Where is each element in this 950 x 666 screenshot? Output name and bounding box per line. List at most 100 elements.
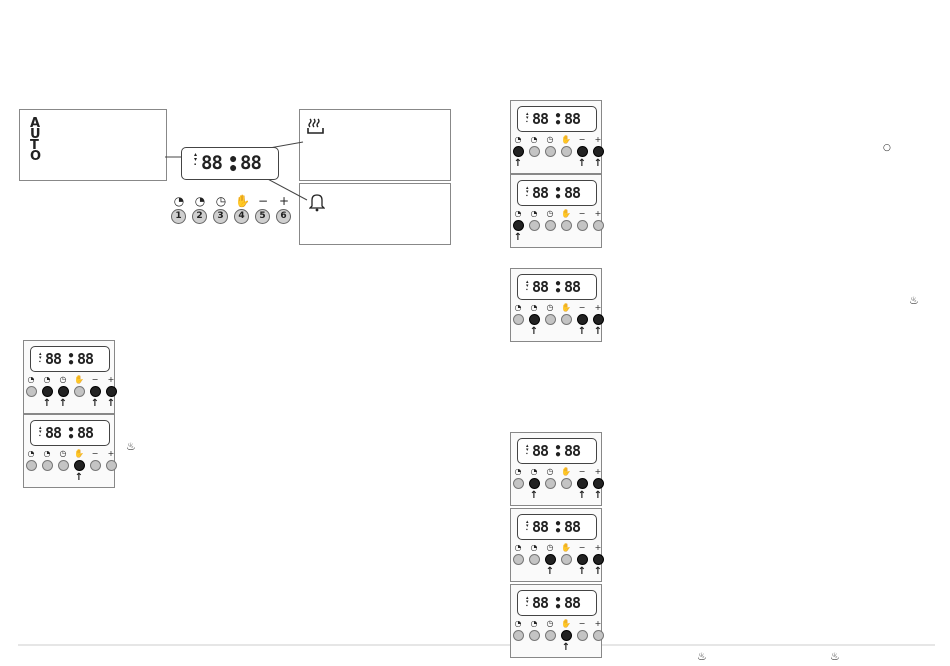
minus-button[interactable] xyxy=(577,314,588,325)
minus-button[interactable] xyxy=(90,386,101,397)
manual-end-symbol: ◔ xyxy=(514,209,522,218)
end-time-button[interactable] xyxy=(545,630,556,641)
minus-symbol: − xyxy=(578,303,586,312)
press-arrow-icon: ↑ xyxy=(593,490,603,501)
end-time-button[interactable] xyxy=(58,460,69,471)
manual-hand-button[interactable] xyxy=(74,460,85,471)
panel-display: ▴▾▪88●●88 xyxy=(30,346,110,372)
panel-display-right: 88 xyxy=(564,184,581,202)
plus-button[interactable] xyxy=(593,478,604,489)
minus-button[interactable] xyxy=(577,146,588,157)
press-arrow-icon: ↑ xyxy=(545,566,555,577)
panel-display-left: 88 xyxy=(532,184,549,202)
manual-end-button[interactable] xyxy=(513,554,524,565)
end-time-button[interactable] xyxy=(545,554,556,565)
plus-button[interactable] xyxy=(593,146,604,157)
plus-button[interactable] xyxy=(593,630,604,641)
panel-display: ▴▾▪88●●88 xyxy=(517,438,597,464)
end-time-button[interactable] xyxy=(545,220,556,231)
duration-button[interactable] xyxy=(42,386,53,397)
plus-button[interactable] xyxy=(593,314,604,325)
button-5[interactable]: 5 xyxy=(255,209,270,224)
manual-hand-button[interactable] xyxy=(561,220,572,231)
press-arrow-icon: ↑ xyxy=(577,566,587,577)
press-arrow-icon: ↑ xyxy=(529,326,539,337)
manual-hand-button[interactable] xyxy=(561,478,572,489)
button-6[interactable]: 6 xyxy=(276,209,291,224)
manual-hand-button[interactable] xyxy=(561,554,572,565)
panel-left-2: ▴▾▪88●●88◔◔◷✋↑−+ xyxy=(23,414,117,488)
end-time-button[interactable] xyxy=(545,478,556,489)
auto-letter-a: A xyxy=(30,116,41,131)
plus-symbol: + xyxy=(594,135,602,144)
manual-hand-symbol: ✋ xyxy=(235,194,250,208)
panel-display-right: 88 xyxy=(77,424,94,442)
minus-button[interactable] xyxy=(90,460,101,471)
panel-display-colon: ●● xyxy=(555,184,562,202)
panel-display-indicators: ▴▾▪ xyxy=(39,425,42,439)
plus-symbol: + xyxy=(594,467,602,476)
minus-button[interactable] xyxy=(577,478,588,489)
plus-button[interactable] xyxy=(106,460,117,471)
panel-display: ▴▾▪88●●88 xyxy=(517,514,597,540)
duration-button[interactable] xyxy=(529,146,540,157)
duration-button[interactable] xyxy=(529,314,540,325)
minus-button[interactable] xyxy=(577,220,588,231)
panel-display-left: 88 xyxy=(532,110,549,128)
press-arrow-icon: ↑ xyxy=(577,158,587,169)
manual-end-symbol: ◔ xyxy=(514,303,522,312)
manual-end-button[interactable] xyxy=(26,460,37,471)
plus-symbol: + xyxy=(107,449,115,458)
plus-button[interactable] xyxy=(593,220,604,231)
manual-end-button[interactable] xyxy=(26,386,37,397)
end-time-symbol: ◷ xyxy=(546,543,554,552)
manual-hand-button[interactable] xyxy=(561,314,572,325)
duration-button[interactable] xyxy=(42,460,53,471)
manual-end-button[interactable] xyxy=(513,220,524,231)
auto-letter-t: T xyxy=(30,138,39,153)
minus-symbol: − xyxy=(578,209,586,218)
manual-end-button[interactable] xyxy=(513,478,524,489)
manual-hand-button[interactable] xyxy=(561,630,572,641)
bell-icon xyxy=(309,194,325,212)
manual-end-button[interactable] xyxy=(513,146,524,157)
manual-hand-button[interactable] xyxy=(74,386,85,397)
end-time-button[interactable] xyxy=(58,386,69,397)
plus-symbol: + xyxy=(594,303,602,312)
press-arrow-icon: ↑ xyxy=(42,398,52,409)
end-time-symbol: ◷ xyxy=(546,135,554,144)
plus-button[interactable] xyxy=(106,386,117,397)
manual-hand-button[interactable] xyxy=(561,146,572,157)
panel-display-colon: ●● xyxy=(555,518,562,536)
plus-button[interactable] xyxy=(593,554,604,565)
duration-button[interactable] xyxy=(529,630,540,641)
button-2[interactable]: 2 xyxy=(192,209,207,224)
manual-hand-symbol: ✋ xyxy=(561,467,571,476)
press-arrow-icon: ↑ xyxy=(74,472,84,483)
press-arrow-icon: ↑ xyxy=(561,642,571,653)
button-1[interactable]: 1 xyxy=(171,209,186,224)
panel-display-indicators: ▴▾▪ xyxy=(526,111,529,125)
duration-symbol: ◔ xyxy=(530,619,538,628)
display-mini-indicators: ▴▾▪ xyxy=(194,152,198,168)
manual-end-button[interactable] xyxy=(513,630,524,641)
duration-button[interactable] xyxy=(529,554,540,565)
minus-button[interactable] xyxy=(577,630,588,641)
panel-display-right: 88 xyxy=(564,518,581,536)
button-4[interactable]: 4 xyxy=(234,209,249,224)
duration-button[interactable] xyxy=(529,478,540,489)
minus-button[interactable] xyxy=(577,554,588,565)
manual-hand-symbol: ✋ xyxy=(74,449,84,458)
end-time-button[interactable] xyxy=(545,314,556,325)
end-time-button[interactable] xyxy=(545,146,556,157)
manual-hand-symbol: ✋ xyxy=(561,619,571,628)
plus-symbol: + xyxy=(594,619,602,628)
auto-callout-box: A U T O xyxy=(19,109,167,181)
manual-end-button[interactable] xyxy=(513,314,524,325)
minus-symbol: − xyxy=(578,619,586,628)
panel-display-right: 88 xyxy=(77,350,94,368)
button-3[interactable]: 3 xyxy=(213,209,228,224)
duration-button[interactable] xyxy=(529,220,540,231)
end-time-symbol: ◷ xyxy=(546,467,554,476)
